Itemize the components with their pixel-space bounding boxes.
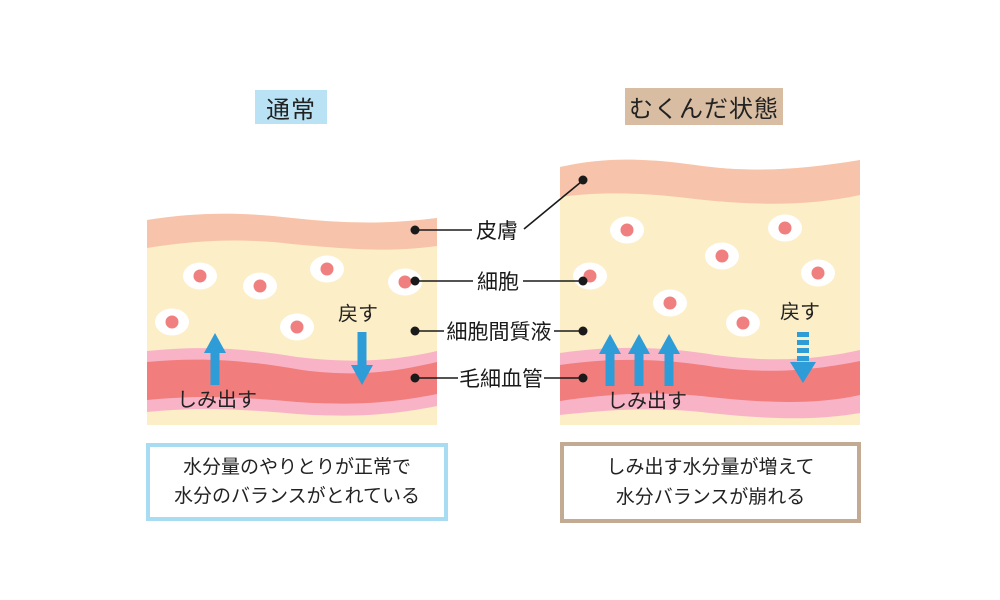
cell-group (155, 255, 422, 341)
skin-layer (147, 213, 437, 250)
diagram-swollen-skin (560, 159, 860, 425)
caption-swollen-line2: 水分バランスが崩れる (615, 485, 806, 508)
label-skin: 皮膚 (476, 219, 518, 243)
caption-normal-line1: 水分量のやりとりが正常で (182, 455, 411, 478)
cell-icon (280, 313, 314, 341)
seep-up-arrow-icon (599, 334, 621, 386)
cell-icon (705, 242, 739, 270)
cell-icon (243, 272, 277, 300)
diagram-normal-skin (147, 213, 437, 425)
cell-icon (653, 289, 687, 317)
caption-swollen-line1: しみ出す水分量が増えて (606, 456, 815, 479)
seep-up-arrow-icon (204, 333, 226, 385)
title-normal: 通常 (255, 90, 327, 124)
cell-icon (388, 268, 422, 296)
seep-up-arrow-icon (658, 334, 680, 386)
label-capillary: 毛細血管 (459, 367, 543, 391)
title-swollen: むくんだ状態 (625, 88, 783, 125)
cell-icon (610, 216, 644, 244)
seep-label-swollen: しみ出す (607, 388, 687, 413)
cell-icon (183, 262, 217, 290)
cell-icon (573, 262, 607, 290)
cell-icon (768, 214, 802, 242)
return-label-swollen: 戻す (780, 299, 820, 324)
seep-up-arrows (599, 334, 680, 386)
cell-icon (155, 308, 189, 336)
seep-label-normal: しみ出す (177, 387, 257, 412)
cell-icon (801, 259, 835, 287)
return-dashed-arrow-icon (790, 332, 816, 383)
caption-normal-line2: 水分のバランスがとれている (173, 485, 421, 507)
label-cell: 細胞 (477, 270, 519, 294)
return-label-normal: 戻す (338, 301, 378, 326)
caption-swollen-box: しみ出す水分量が増えて 水分バランスが崩れる (560, 442, 861, 523)
seep-up-arrow-icon (628, 334, 650, 386)
caption-normal-box: 水分量のやりとりが正常で 水分のバランスがとれている (146, 443, 448, 521)
cell-icon (726, 309, 760, 337)
cell-icon (310, 255, 344, 283)
skin-layer (560, 159, 860, 204)
label-interstitial-fluid: 細胞間質液 (446, 320, 552, 344)
return-down-arrow-icon (351, 332, 373, 385)
